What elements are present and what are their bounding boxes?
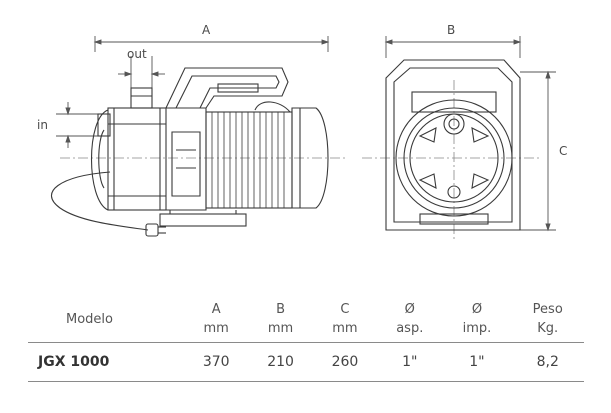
- dimension-in-label: in: [37, 118, 48, 132]
- dimension-in: [56, 102, 100, 148]
- dimension-b: [384, 36, 522, 58]
- header-asp: Ø asp.: [377, 296, 442, 343]
- capacitor-cable: [254, 101, 291, 113]
- dimension-a-label: A: [202, 23, 211, 37]
- header-imp: Ø imp.: [442, 296, 511, 343]
- header-c-label: C: [340, 302, 350, 317]
- pump-front-view: B C: [362, 23, 567, 242]
- dimension-a: [93, 36, 330, 52]
- cell-imp: 1": [469, 354, 485, 370]
- dimension-out-label: out: [127, 47, 147, 61]
- inlet-pipe: [97, 113, 111, 137]
- header-asp-label: asp.: [396, 321, 424, 336]
- pump-disc: [395, 99, 513, 217]
- recess-bottom-right: [471, 173, 490, 189]
- header-c-unit: mm: [332, 321, 358, 336]
- header-peso-label: Peso: [532, 302, 563, 317]
- header-b-label: B: [276, 302, 286, 317]
- outlet-port: [443, 113, 465, 135]
- header-imp-label: imp.: [462, 321, 492, 336]
- header-a-label: A: [211, 302, 221, 317]
- cell-c: 260: [331, 354, 359, 370]
- recess-top-right: [471, 127, 490, 143]
- recess-top-left: [418, 127, 437, 143]
- power-plug-icon: [145, 223, 166, 237]
- motor-fins: [211, 112, 285, 208]
- pump-side-view: A out in: [37, 23, 345, 237]
- header-modelo: Modelo: [28, 296, 184, 343]
- recess-bottom-left: [418, 173, 437, 189]
- carry-handle: [165, 67, 289, 109]
- header-imp-symbol: Ø: [471, 302, 483, 317]
- power-cable: [50, 171, 149, 231]
- dimension-out: [118, 56, 165, 92]
- header-b-unit: mm: [267, 321, 294, 336]
- header-asp-symbol: Ø: [404, 302, 415, 317]
- fan-cover: [291, 107, 329, 209]
- table-row: JGX 1000 370 210 260 1" 1" 8,2: [28, 343, 584, 382]
- cell-peso: 8,2: [536, 354, 559, 370]
- front-top-block: [411, 91, 497, 113]
- cell-model: JGX 1000: [38, 354, 110, 370]
- header-b: B mm: [248, 296, 312, 343]
- dimension-c: [520, 70, 556, 232]
- cell-a: 370: [202, 354, 230, 370]
- header-a: A mm: [184, 296, 248, 343]
- dimension-b-label: B: [447, 23, 455, 37]
- pump-casing: [107, 107, 167, 211]
- dimension-c-label: C: [559, 144, 567, 158]
- pump-front-dome: [90, 109, 109, 211]
- front-frame: [385, 59, 521, 231]
- header-a-unit: mm: [203, 321, 229, 336]
- spec-table: Modelo A mm B mm C mm Ø asp. Ø imp.: [28, 296, 584, 382]
- cell-b: 210: [267, 354, 294, 370]
- header-peso: Peso Kg.: [511, 296, 584, 343]
- cell-asp: 1": [402, 354, 418, 370]
- pump-technical-drawing: A out in: [37, 23, 567, 242]
- drain-plug: [447, 185, 461, 199]
- header-modelo-label: Modelo: [66, 311, 113, 327]
- outlet-pipe: [130, 87, 153, 109]
- header-c: C mm: [313, 296, 377, 343]
- header-peso-unit: Kg.: [537, 321, 559, 336]
- spec-table-header-row: Modelo A mm B mm C mm Ø asp. Ø imp.: [28, 296, 584, 343]
- front-feet: [419, 213, 489, 225]
- pump-base: [159, 213, 247, 227]
- motor-body: [205, 111, 293, 209]
